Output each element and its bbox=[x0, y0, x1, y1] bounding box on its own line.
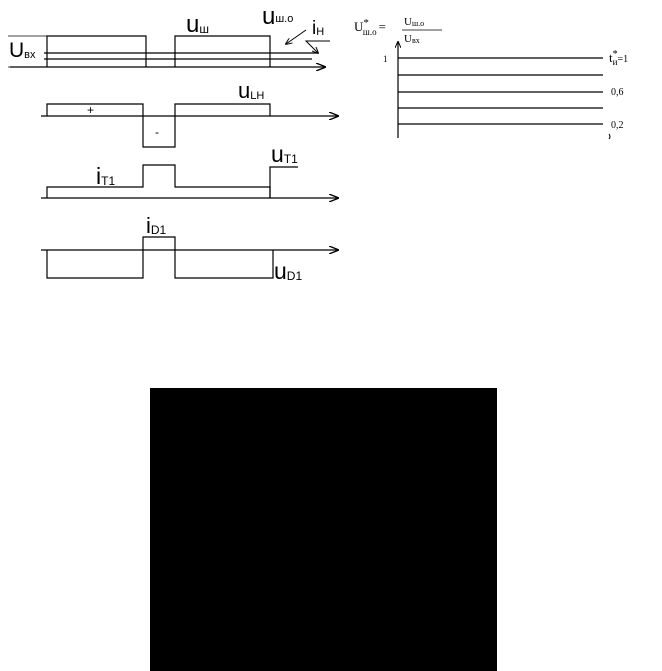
label-minus: - bbox=[155, 125, 159, 139]
it1-waveform bbox=[46, 164, 271, 198]
label-u-vx: Uвх bbox=[9, 39, 36, 62]
level-label-02: 0,2 bbox=[611, 120, 624, 131]
formula-denominator: Uвх bbox=[404, 33, 420, 45]
label-i-n: iН bbox=[312, 18, 324, 39]
label-i-t1: iT1 bbox=[96, 163, 115, 189]
label-plus: + bbox=[87, 103, 94, 117]
label-u-t1: uT1 bbox=[271, 141, 298, 167]
ushO-pointer-arrow bbox=[286, 29, 307, 44]
black-image-panel bbox=[150, 388, 497, 671]
ush-waveform-2 bbox=[174, 35, 271, 67]
id1-waveform bbox=[142, 236, 176, 250]
ush-waveform bbox=[46, 35, 147, 67]
uln-waveform bbox=[46, 103, 271, 148]
formula-numerator: Uш.о bbox=[404, 16, 424, 28]
in-pointer-arrow bbox=[304, 40, 330, 53]
level-label-06: 0,6 bbox=[611, 87, 624, 98]
ud1-waveform bbox=[46, 250, 144, 279]
label-u-ln: uLН bbox=[238, 78, 264, 103]
label-u-sh-o: uш.о bbox=[262, 3, 293, 30]
t-label: t*и=1 bbox=[609, 49, 628, 67]
axis-tail-mark bbox=[608, 133, 611, 140]
label-i-d1: iD1 bbox=[146, 213, 167, 238]
label-u-d1: uD1 bbox=[274, 258, 302, 284]
y-tick-1: 1 bbox=[383, 54, 388, 64]
label-u-sh: uш bbox=[186, 11, 209, 38]
formula-lhs: U*ш.о= bbox=[354, 17, 386, 37]
ut1-waveform bbox=[269, 166, 298, 198]
ud1-waveform-2 bbox=[174, 250, 274, 279]
